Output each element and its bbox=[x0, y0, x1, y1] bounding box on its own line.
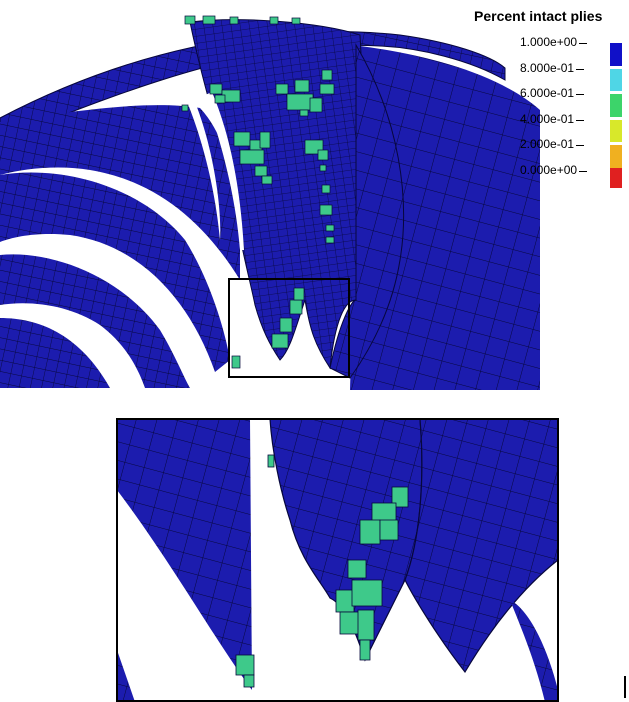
legend-label: 6.000e-01 bbox=[520, 86, 585, 100]
legend-swatch bbox=[610, 68, 622, 91]
divider-mark bbox=[624, 676, 626, 698]
legend-swatch bbox=[610, 145, 622, 168]
impeller-main-view bbox=[0, 15, 540, 390]
legend-label: 2.000e-01 bbox=[520, 137, 585, 151]
zoom-inset bbox=[116, 418, 559, 702]
legend-swatch bbox=[610, 167, 622, 188]
legend-label: 0.000e+00 bbox=[520, 162, 588, 177]
legend-label: 4.000e-01 bbox=[520, 111, 585, 126]
legend-swatch bbox=[610, 119, 622, 142]
damage-patches-top bbox=[181, 15, 335, 369]
legend-label-text: 2.000e-01 bbox=[520, 137, 575, 151]
legend-label-text: 4.000e-01 bbox=[520, 111, 575, 126]
legend-title: Percent intact plies bbox=[474, 8, 603, 24]
zoom-region-box bbox=[228, 278, 350, 378]
legend-swatch bbox=[610, 94, 622, 117]
legend-label-text: 8.000e-01 bbox=[520, 60, 575, 75]
legend-label-text: 6.000e-01 bbox=[520, 86, 575, 100]
legend-swatch bbox=[610, 43, 622, 66]
legend-label: 1.000e+00 bbox=[520, 35, 588, 49]
legend-label-text: 0.000e+00 bbox=[520, 162, 578, 177]
legend-label: 8.000e-01 bbox=[520, 60, 585, 75]
legend-label-text: 1.000e+00 bbox=[520, 35, 578, 49]
